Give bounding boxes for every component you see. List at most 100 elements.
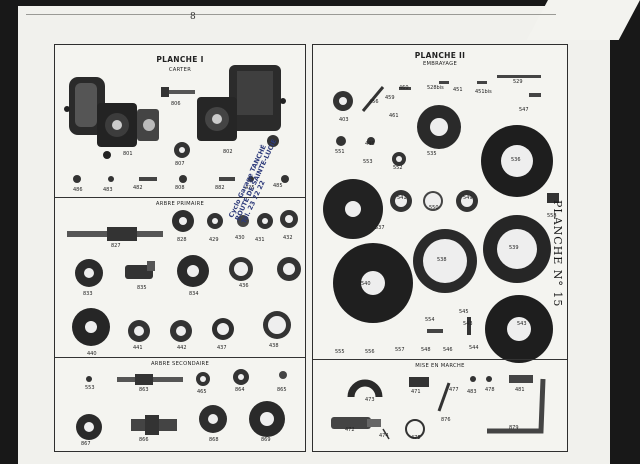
part-485: 485 — [273, 183, 283, 189]
arbre-primaire-illustration — [67, 210, 301, 346]
part-553: 553 — [85, 385, 95, 391]
section-divider — [313, 359, 567, 360]
part-545: 545 — [459, 309, 469, 315]
part-473: 473 — [365, 397, 375, 403]
part-802: 802 — [223, 149, 233, 155]
part-876: 876 — [441, 417, 451, 423]
part-403: 403 — [339, 117, 349, 123]
part-472: 472 — [345, 427, 355, 433]
part-863: 863 — [139, 387, 149, 393]
part-867: 867 — [81, 441, 91, 447]
part-807: 807 — [175, 161, 185, 167]
part-451bis: 451bis — [475, 89, 492, 95]
part-548: 548 — [421, 347, 431, 353]
part-546: 546 — [443, 347, 453, 353]
part-432: 432 — [283, 235, 293, 241]
carter-bolt-illustration — [161, 87, 195, 97]
part-558: 558 — [547, 213, 557, 219]
part-446: 446 — [365, 141, 375, 147]
part-828: 828 — [177, 237, 187, 243]
part-557: 557 — [395, 347, 405, 353]
part-529: 529 — [513, 79, 523, 85]
planche-2-heading: PLANCHE II — [414, 51, 466, 60]
part-808: 808 — [175, 185, 185, 191]
part-430: 430 — [235, 235, 245, 241]
part-537: 537 — [375, 225, 385, 231]
part-456: 456 — [369, 99, 379, 105]
part-477: 477 — [449, 387, 459, 393]
part-459: 459 — [385, 95, 395, 101]
part-544: 544 — [469, 345, 479, 351]
part-879: 879 — [509, 425, 519, 431]
part-436: 436 — [239, 283, 249, 289]
part-482: 482 — [133, 185, 143, 191]
top-rule — [26, 14, 556, 15]
part-429: 429 — [209, 237, 219, 243]
part-438: 438 — [269, 343, 279, 349]
part-539: 539 — [509, 245, 519, 251]
part-555: 555 — [335, 349, 345, 355]
planche-number-title: PLANCHE N° 15 — [551, 200, 564, 308]
arbre-primaire-title: ARBRE PRIMAIRE — [155, 201, 205, 207]
part-543b: 543 — [517, 321, 527, 327]
part-478: 478 — [485, 387, 495, 393]
part-882: 882 — [215, 185, 225, 191]
part-549: 549 — [463, 195, 473, 201]
part-441: 441 — [133, 345, 143, 351]
part-437: 437 — [217, 345, 227, 351]
part-552: 552 — [393, 165, 403, 171]
part-483: 483 — [103, 187, 113, 193]
part-528bis: 528bis — [427, 85, 444, 91]
part-554: 554 — [425, 317, 435, 323]
part-465: 465 — [197, 389, 207, 395]
part-550: 550 — [429, 205, 439, 211]
part-475: 475 — [411, 435, 421, 441]
part-535: 535 — [427, 151, 437, 157]
part-543: 543 — [463, 321, 473, 327]
part-806: 806 — [171, 101, 181, 107]
section-divider — [55, 357, 305, 358]
part-440: 440 — [87, 351, 97, 357]
planche-1-heading: PLANCHE I — [156, 55, 204, 64]
arbre-secondaire-illustration — [76, 369, 287, 440]
part-556: 556 — [365, 349, 375, 355]
part-483-mm: 483 — [467, 389, 477, 395]
planche-1-panel: PLANCHE I CARTER — [54, 44, 306, 452]
part-864: 864 — [235, 387, 245, 393]
embrayage-illustration — [323, 75, 559, 363]
carter-left-illustration — [64, 77, 159, 159]
page-number: 8 — [190, 12, 196, 22]
part-540: 540 — [361, 281, 371, 287]
part-486: 486 — [73, 187, 83, 193]
part-834: 834 — [189, 291, 199, 297]
section-divider — [55, 197, 305, 198]
carter-small-parts-illustration — [73, 175, 289, 183]
part-481: 481 — [515, 387, 525, 393]
part-460: 460 — [399, 85, 409, 91]
paper-corner — [526, 0, 640, 40]
part-833: 833 — [83, 291, 93, 297]
part-536: 536 — [511, 157, 521, 163]
mise-en-marche-illustration — [331, 375, 546, 440]
part-553: 553 — [363, 159, 373, 165]
planche-2-panel: PLANCHE II EMBRAYAGE 403 456 459 461 — [312, 44, 568, 452]
embrayage-title: EMBRAYAGE — [422, 61, 458, 67]
carter-ring-illustration — [174, 142, 190, 158]
part-471: 471 — [411, 389, 421, 395]
part-547: 547 — [519, 107, 529, 113]
part-866: 866 — [139, 437, 149, 443]
part-442: 442 — [177, 345, 187, 351]
part-461: 461 — [389, 113, 399, 119]
part-835: 835 — [137, 285, 147, 291]
part-474: 474 — [379, 433, 389, 439]
part-451: 451 — [453, 87, 463, 93]
carter-right-illustration — [197, 65, 286, 147]
part-538: 538 — [437, 257, 447, 263]
part-431: 431 — [255, 237, 265, 243]
part-541: 541 — [397, 195, 407, 201]
part-425: 425 — [245, 185, 255, 191]
part-869: 869 — [261, 437, 271, 443]
part-827: 827 — [111, 243, 121, 249]
part-551: 551 — [335, 149, 345, 155]
